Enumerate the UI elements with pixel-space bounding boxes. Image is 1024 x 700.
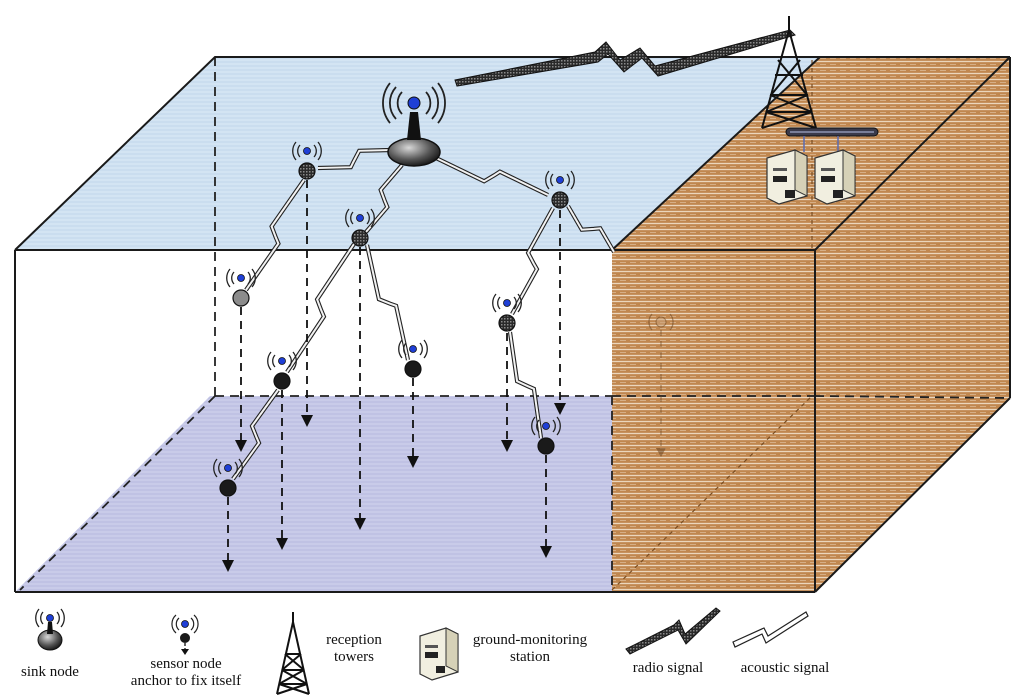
anchor-arrowhead [301,415,313,427]
legend-towers-line1: reception [326,632,382,648]
legend-acoustic-label: acoustic signal [740,660,830,676]
acoustic-link [435,157,549,196]
legend-station-line2: station [510,649,550,665]
sensor-node-antenna [556,176,564,184]
reception-tower-icon [761,16,817,129]
legend-reception-tower-icon [276,612,310,695]
legend-sink-node-icon [35,608,65,651]
land-block [612,57,1010,592]
sensor-node-body [498,314,516,332]
acoustic-link [232,389,279,480]
sensor-node-body [273,372,291,390]
sensor-node-icon [267,351,297,390]
ground-station-icon [766,149,856,205]
sensor-node-waves [545,170,575,190]
acoustic-link [511,207,554,315]
sensor-node-antenna [356,214,364,222]
anchor-arrowhead [276,538,288,550]
sensor-node-antenna [278,357,286,365]
legend [35,607,809,695]
acoustic-link [245,179,305,291]
acoustic-link [567,205,615,253]
sensor-node-waves [213,458,243,478]
legend-towers-label: reception towers [314,632,394,666]
acoustic-link [365,164,403,233]
sensor-node-waves [226,268,256,288]
sensor-node-waves [531,416,561,436]
sink-node [382,82,446,167]
legend-sensor-node-label: sensor node anchor to fix itself [118,656,254,690]
anchor-arrowhead [235,440,247,452]
acoustic-link [366,244,409,361]
land-side-face [815,57,1010,592]
sensor-node-body [537,437,555,455]
legend-radio-signal-icon [625,607,721,655]
legend-sensor-node-line1: sensor node [150,656,222,672]
acoustic-link [509,331,542,439]
sensor-node-icon [531,416,561,455]
sensor-node-waves [292,141,322,161]
box-edges [14,56,1011,593]
legend-sensor-node-line2: anchor to fix itself [130,673,242,689]
legend-station-label: ground-monitoring station [464,632,596,666]
sensor-node-antenna [303,147,311,155]
sensor-node-body [298,162,316,180]
sensor-node-icon [213,458,243,497]
anchor-arrowhead [407,456,419,468]
sensor-node-icon [226,268,256,307]
sensor-node-icon [292,141,322,180]
sensor-node-icon [398,339,428,378]
anchor-arrowhead [222,560,234,572]
radio-link-tower [454,29,796,87]
anchor-arrowhead [354,518,366,530]
sensor-node-antenna [503,299,511,307]
sensor-node-body [551,191,569,209]
sensor-node-antenna [224,464,232,472]
legend-acoustic-signal-icon [732,611,809,648]
acoustic-link [317,149,393,169]
anchor-arrowhead [540,546,552,558]
sensor-node-antenna [237,274,245,282]
sensor-node-waves [345,208,375,228]
land-top-face [612,57,1010,250]
sensor-node-waves [398,339,428,359]
legend-station-line1: ground-monitoring [472,632,588,648]
anchor-arrowhead [501,440,513,452]
acoustic-link [286,243,355,373]
shore-relay-node [648,313,674,457]
land-front-face [612,250,815,592]
sensor-node-body [219,479,237,497]
acoustic-links [231,147,616,481]
sensor-node-body [351,229,369,247]
sensor-node-body [232,289,250,307]
legend-radio-label: radio signal [632,660,704,676]
seabed [15,396,612,592]
sensor-node-icon [545,170,575,209]
legend-ground-station-icon [419,627,459,681]
sensor-nodes [213,141,575,497]
sensor-node-waves [492,293,522,313]
sensor-node-waves [267,351,297,371]
inner-shore-dashed [611,60,813,591]
sensor-node-icon [492,293,522,332]
legend-towers-line2: towers [334,649,374,665]
legend-sensor-node-icon [171,614,199,655]
sensor-node-icon [345,208,375,247]
anchor-lines [222,180,566,572]
sensor-node-antenna [542,422,550,430]
network-bus [785,127,879,152]
sensor-node-body [404,360,422,378]
anchor-arrowhead [554,403,566,415]
legend-sink-node-label: sink node [21,664,79,680]
sensor-node-antenna [409,345,417,353]
